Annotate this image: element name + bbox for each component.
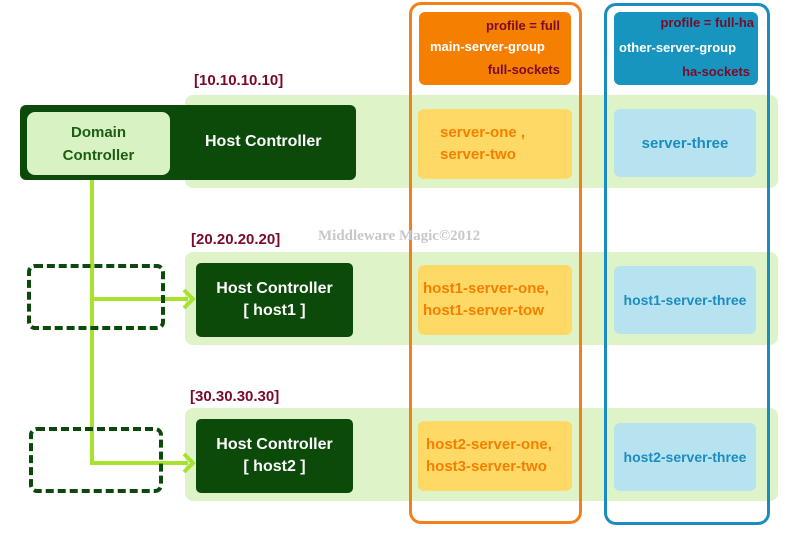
server-name: host2-server-one, <box>426 436 552 453</box>
host-controller: Host Controller [ host1 ] <box>196 263 353 337</box>
host-controller: Host Controller <box>205 124 353 160</box>
server-name: host2-server-three <box>623 449 747 465</box>
server-name: host1-server-one, <box>423 280 549 297</box>
host-controller-name: [ host1 ] <box>243 302 306 319</box>
server-name: host1-server-tow <box>423 302 544 319</box>
server-group-name: main-server-group <box>430 39 545 54</box>
server-group-name: other-server-group <box>619 40 737 55</box>
host-ip-label: [10.10.10.10] <box>194 72 284 89</box>
server-group-main <box>409 2 582 524</box>
server-name: host1-server-three <box>623 292 747 308</box>
host-controller-label: Host Controller <box>205 133 322 150</box>
server-name: server-three <box>641 134 729 152</box>
host-controller-name: [ host2 ] <box>243 458 306 475</box>
server-cell: host1-server-three <box>614 266 756 334</box>
server-group-header: profile = full main-server-group full-so… <box>419 12 571 85</box>
host-controller: Host Controller [ host2 ] <box>196 419 353 493</box>
placeholder-box <box>29 427 163 493</box>
server-group-other <box>604 3 770 525</box>
watermark: Middleware Magic©2012 <box>318 228 481 244</box>
domain-controller-label: Controller <box>62 146 135 164</box>
server-cell: server-three <box>614 109 756 177</box>
host-ip-label: [20.20.20.20] <box>191 231 281 248</box>
server-cell: host2-server-three <box>614 423 756 491</box>
arrow-head <box>182 452 196 474</box>
host-controller-label: Host Controller <box>216 280 333 297</box>
domain-controller-label: Domain <box>70 123 126 141</box>
placeholder-box <box>27 264 165 330</box>
server-name: host3-server-two <box>426 458 547 475</box>
server-group-profile: profile = full <box>485 18 560 33</box>
server-group-header: profile = full-ha other-server-group ha-… <box>614 12 758 85</box>
server-cell: server-one , server-two <box>418 109 572 179</box>
server-group-socket: full-sockets <box>487 62 560 77</box>
host-controller-label: Host Controller <box>216 436 333 453</box>
server-group-profile: profile = full-ha <box>660 15 754 30</box>
server-cell: host1-server-one, host1-server-tow <box>418 265 572 335</box>
domain-controller: Domain Controller <box>27 112 170 175</box>
server-name: server-two <box>440 146 516 163</box>
server-name: server-one , <box>440 124 526 141</box>
server-group-socket: ha-sockets <box>682 64 750 79</box>
arrow-head <box>182 288 196 310</box>
server-cell: host2-server-one, host3-server-two <box>418 421 572 491</box>
host-ip-label: [30.30.30.30] <box>190 388 280 405</box>
